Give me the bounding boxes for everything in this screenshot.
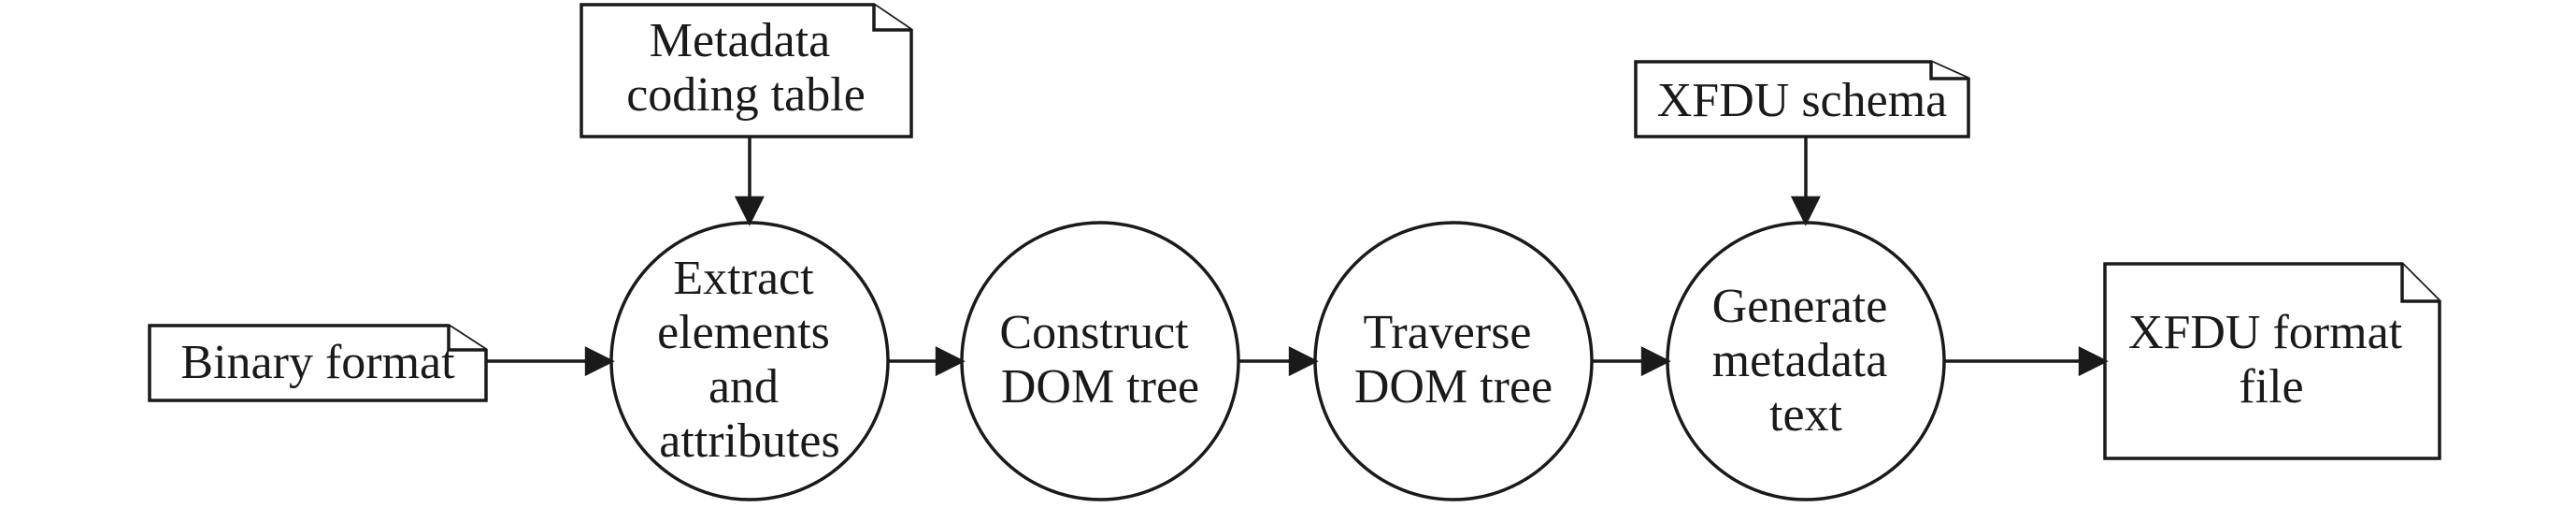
xfdu-format-file-box [2103,262,2441,460]
xfdu-schema-box [1634,60,1970,138]
metadata-coding-table-fold [872,5,911,32]
binary-format-box [148,324,488,402]
metadata-coding-table-label: Metadata coding table [626,14,866,122]
generate-metadata-label: Generate metadata text [1712,280,1900,442]
xfdu-format-file-label: XFDU format file [2128,306,2414,414]
xfdu-schema-label: XFDU schema [1657,74,1948,127]
xfdu-schema-fold [1929,62,1968,80]
construct-dom-label: Construct DOM tree [999,306,1200,414]
binary-format-label: Binary format [180,336,455,389]
xfdu-format-file-fold [2400,264,2440,303]
binary-format-fold [447,326,486,352]
extract-elements-label: Extract elements and attributes [657,252,842,468]
traverse-dom-label: Traverse DOM tree [1354,306,1553,414]
metadata-coding-table-box [580,3,913,138]
